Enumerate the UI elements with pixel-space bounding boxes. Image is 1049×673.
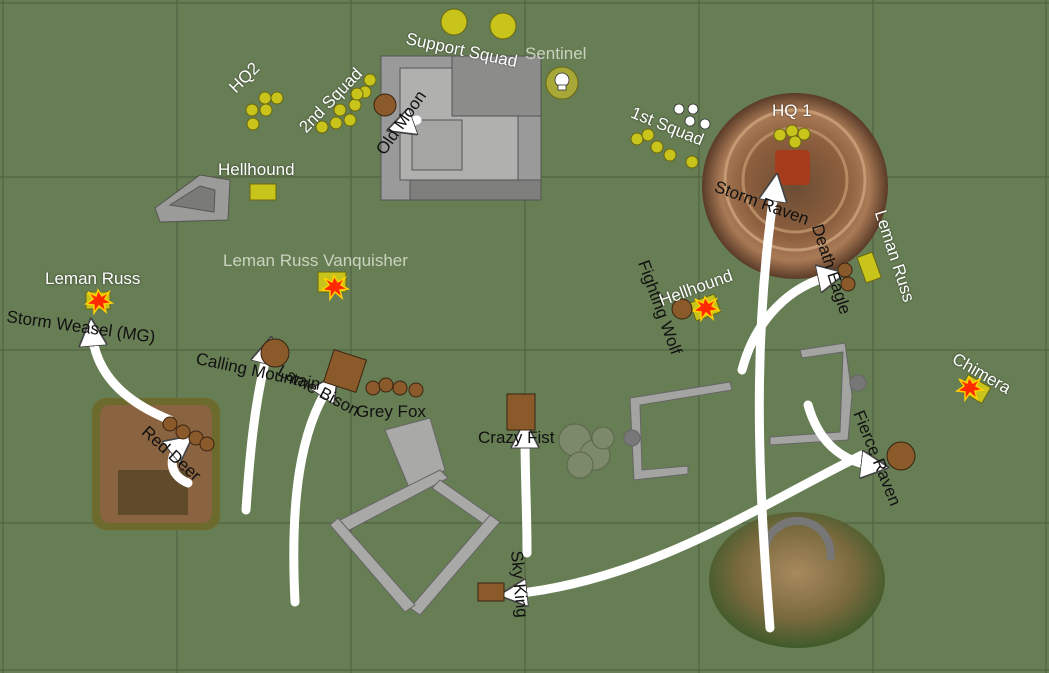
label-leman-russ-vanquisher: Leman Russ Vanquisher — [223, 251, 408, 270]
arrow-death-eagle — [737, 276, 832, 375]
label-leman-russ-left: Leman Russ — [45, 269, 141, 288]
right-walls — [623, 342, 867, 481]
ork-units — [162, 93, 916, 602]
arrow-lame-bison — [289, 385, 330, 607]
label-hq1: HQ 1 — [772, 101, 812, 120]
arrow-storm-weasel — [92, 332, 175, 425]
bottom-hill — [709, 512, 885, 648]
label-hellhound-left: Hellhound — [218, 160, 295, 179]
label-grey-fox: Grey Fox — [356, 402, 426, 421]
arrow-fierce-raven — [803, 400, 875, 466]
arrow-sky-king — [513, 450, 867, 594]
label-crazy-fist: Crazy Fist — [478, 428, 555, 447]
arrow-storm-raven — [754, 187, 775, 633]
small-ruin — [154, 174, 231, 223]
label-sentinel: Sentinel — [525, 44, 587, 63]
central-ruin — [329, 417, 501, 616]
explosion-icons — [84, 274, 986, 403]
arrow-crazy-fist — [525, 434, 527, 558]
arrow-old-moon — [400, 120, 422, 126]
bush — [558, 423, 615, 479]
arrow-calling-mountain — [241, 350, 268, 515]
skull-icons — [554, 72, 711, 130]
arrow-red-deer — [172, 444, 188, 488]
movement-arrows — [92, 120, 875, 633]
